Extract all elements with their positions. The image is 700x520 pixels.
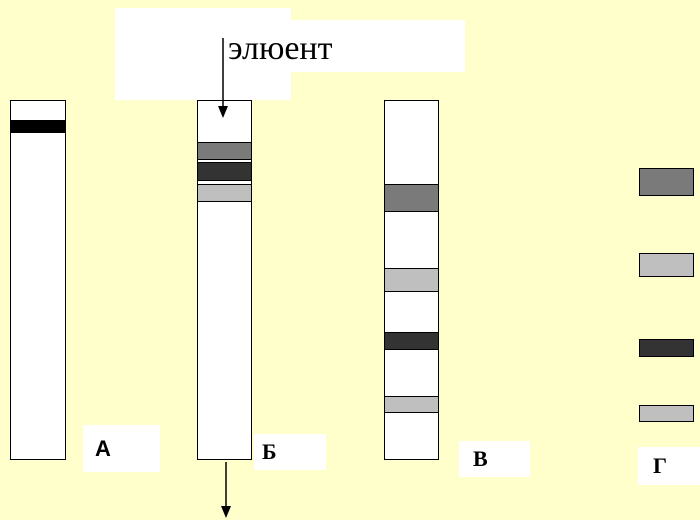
column-a-band-black [10,120,66,133]
label-b-background [254,434,326,470]
label-a-background [83,425,160,472]
eluent-label-background-right [225,20,465,72]
fraction-g-light-1 [639,253,694,277]
fraction-g-dark [639,339,694,357]
column-b-label: Б [262,439,277,464]
column-v-band-dark [384,332,439,350]
eluate-outlet-arrow-icon [221,462,231,518]
column-v-band-light-2 [384,396,439,413]
column-b-band-gray [197,142,252,160]
column-v-label: В [473,446,488,471]
column-b [197,100,252,460]
fraction-g-light-2 [639,405,694,422]
column-a-label: А [95,436,111,461]
fraction-g-gray [639,168,694,196]
label-v-background [459,441,530,477]
column-v-band-light-1 [384,268,439,292]
column-a [10,100,66,460]
column-b-band-light [197,184,252,202]
column-b-band-dark [197,162,252,181]
eluent-label: элюент [228,30,333,67]
column-v-band-gray [384,184,439,212]
column-g-label: Г [653,453,667,478]
label-g-background [638,447,700,485]
eluent-inlet-arrow-icon [218,38,228,118]
